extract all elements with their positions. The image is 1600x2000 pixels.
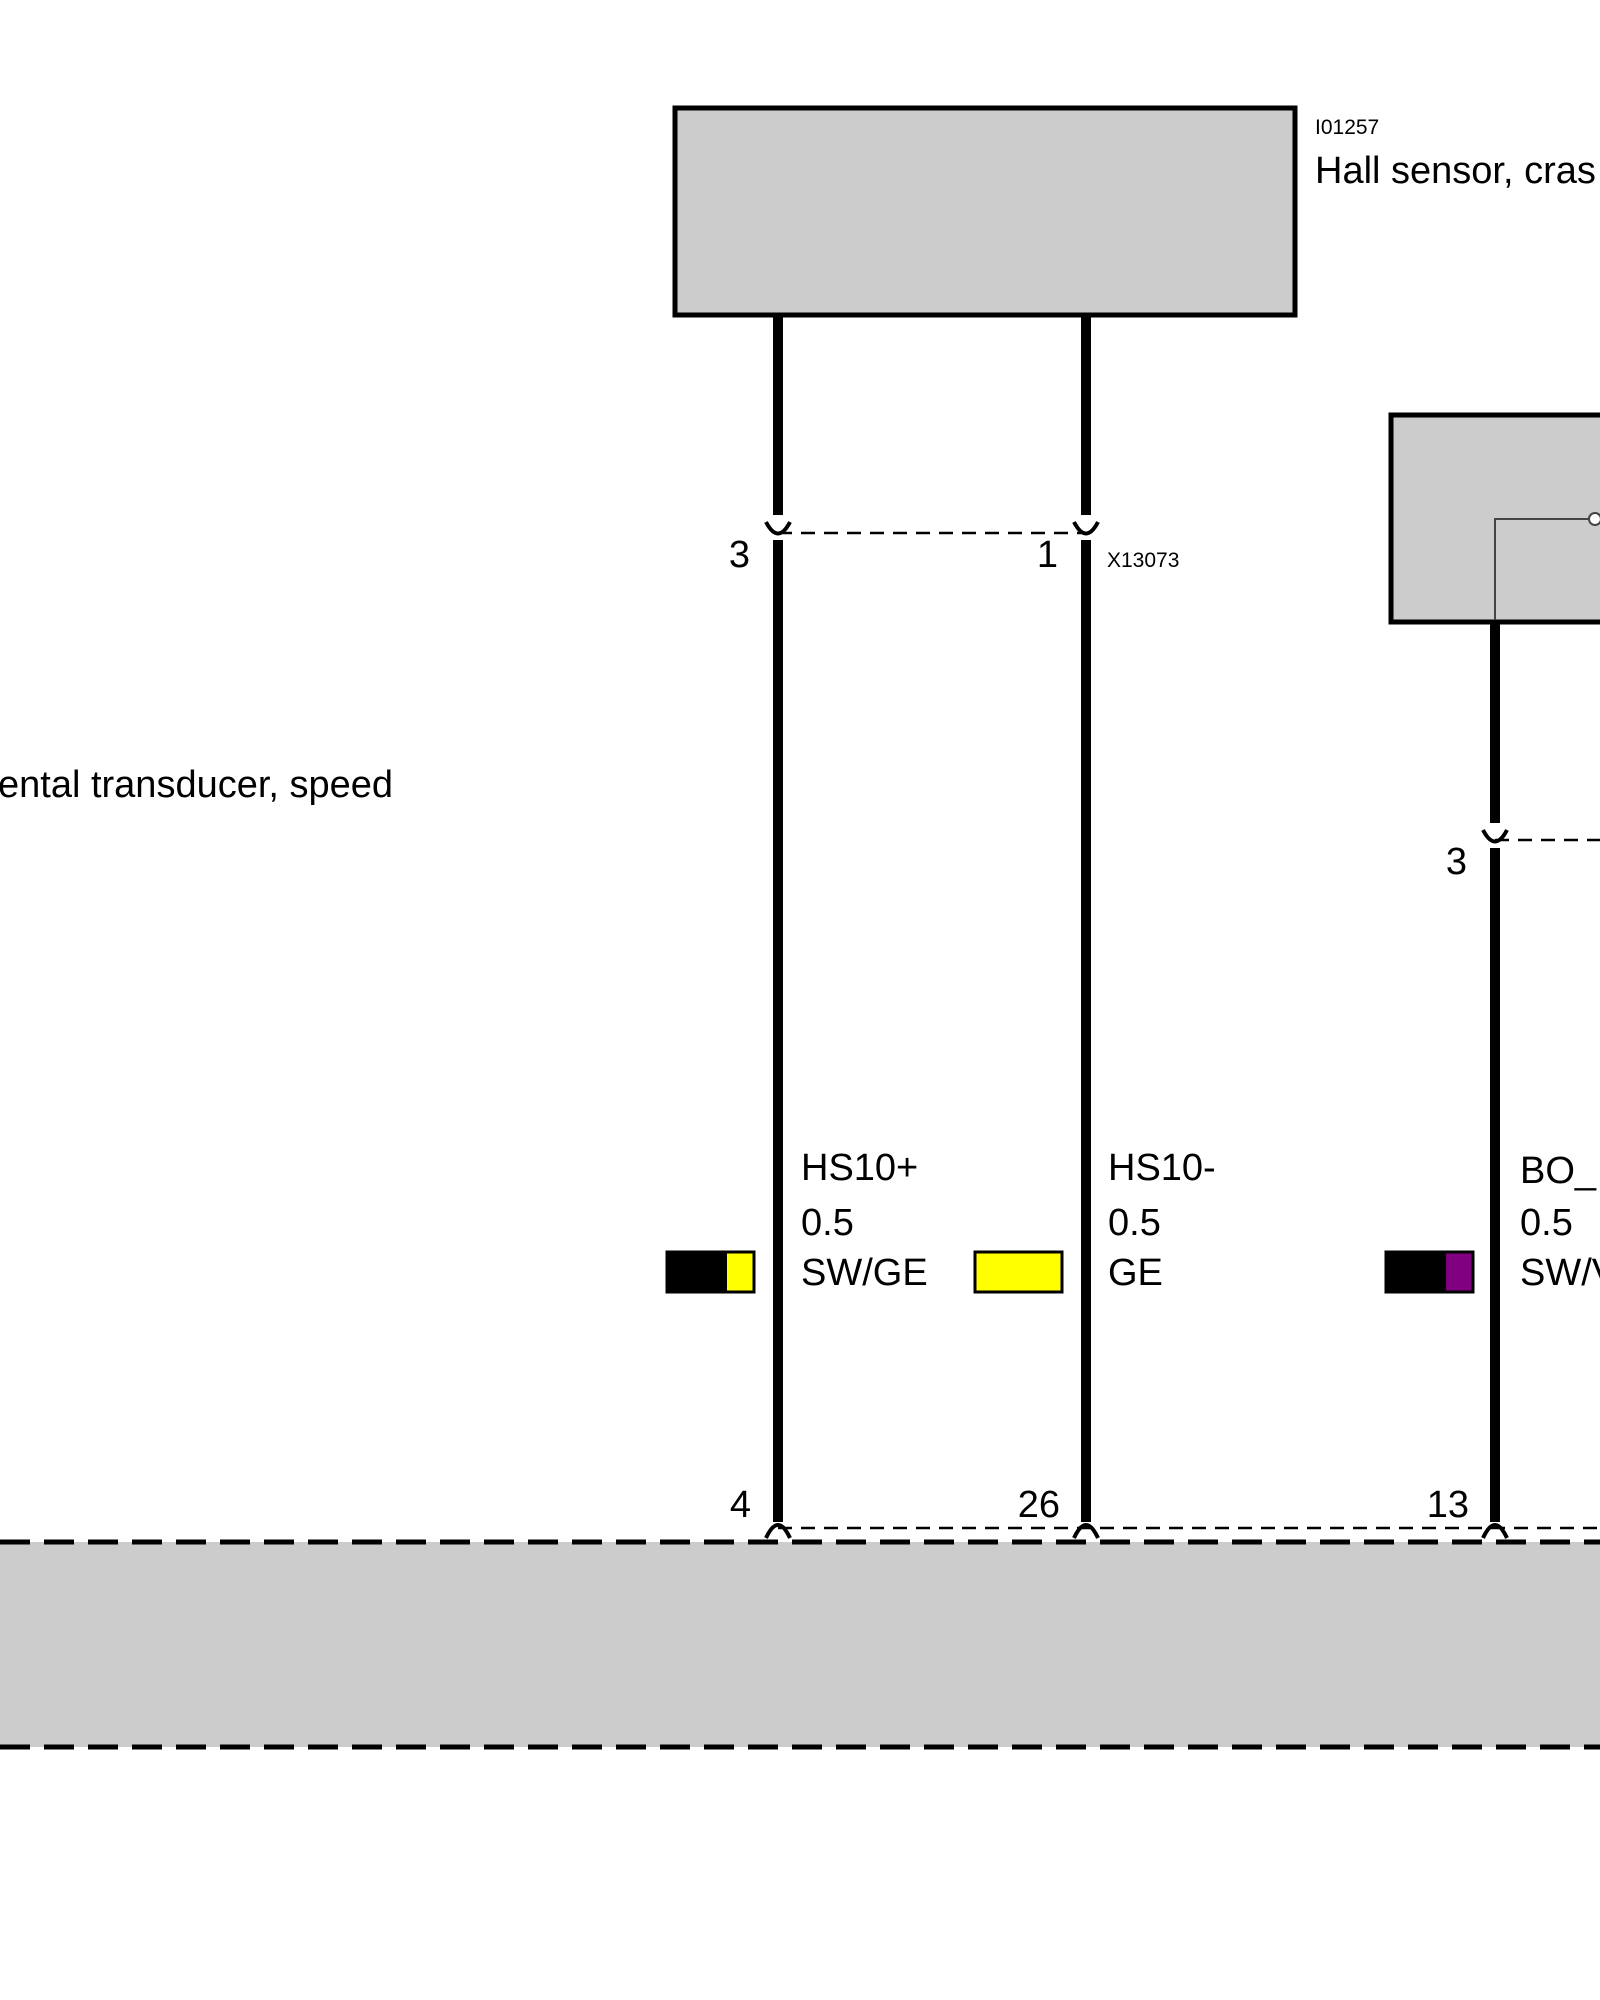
wire-bo-signal: BO_: [1520, 1150, 1597, 1192]
connector-x13073-id: X13073: [1107, 549, 1179, 572]
wire-hs-plus-color-code: SW/GE: [801, 1252, 928, 1294]
pin-cup-bo-top: [1481, 829, 1509, 844]
wire-hs-plus-color-swatch: [665, 1250, 756, 1294]
pin-number-hs-minus-bottom: 26: [1018, 1484, 1060, 1526]
wire-hs-minus-color-swatch: [973, 1250, 1064, 1294]
wire-bo-color-code: SW/V: [1520, 1252, 1600, 1294]
transducer-label: ental transducer, speed: [0, 764, 393, 806]
wire-hs-minus-gauge: 0.5: [1108, 1202, 1161, 1244]
switch-symbol: [1494, 518, 1594, 620]
pin-cup-hs-plus-top: [764, 521, 792, 536]
wire-bo-color-swatch: [1384, 1250, 1475, 1294]
pin-cup-hs-minus-top: [1072, 521, 1100, 536]
wire-hs-plus-signal: HS10+: [801, 1147, 918, 1189]
wire-hs-minus-signal: HS10-: [1108, 1147, 1216, 1189]
pin-cup-hs-plus-bottom: [764, 1523, 792, 1539]
pin-number-bo-bottom: 13: [1427, 1484, 1469, 1526]
wire-hs-minus-color-code: GE: [1108, 1252, 1163, 1294]
pin-cup-hs-minus-bottom: [1072, 1523, 1100, 1539]
control-unit-box: [0, 1542, 1600, 1747]
switch-contact-icon: [1588, 512, 1600, 526]
pin-cup-bo-bottom: [1481, 1523, 1509, 1539]
hall-sensor-box: [672, 105, 1298, 318]
pin-number-bo-top: 3: [1446, 841, 1467, 883]
pin-number-hs-plus-bottom: 4: [730, 1484, 751, 1526]
hall-sensor-label: Hall sensor, cras: [1315, 150, 1596, 192]
hall-sensor-id: I01257: [1315, 116, 1379, 139]
pin-number-hs-plus-top: 3: [729, 534, 750, 576]
wire-hs-plus-gauge: 0.5: [801, 1202, 854, 1244]
wire-bo-gauge: 0.5: [1520, 1202, 1573, 1244]
pin-number-hs-minus-top: 1: [1037, 534, 1058, 576]
